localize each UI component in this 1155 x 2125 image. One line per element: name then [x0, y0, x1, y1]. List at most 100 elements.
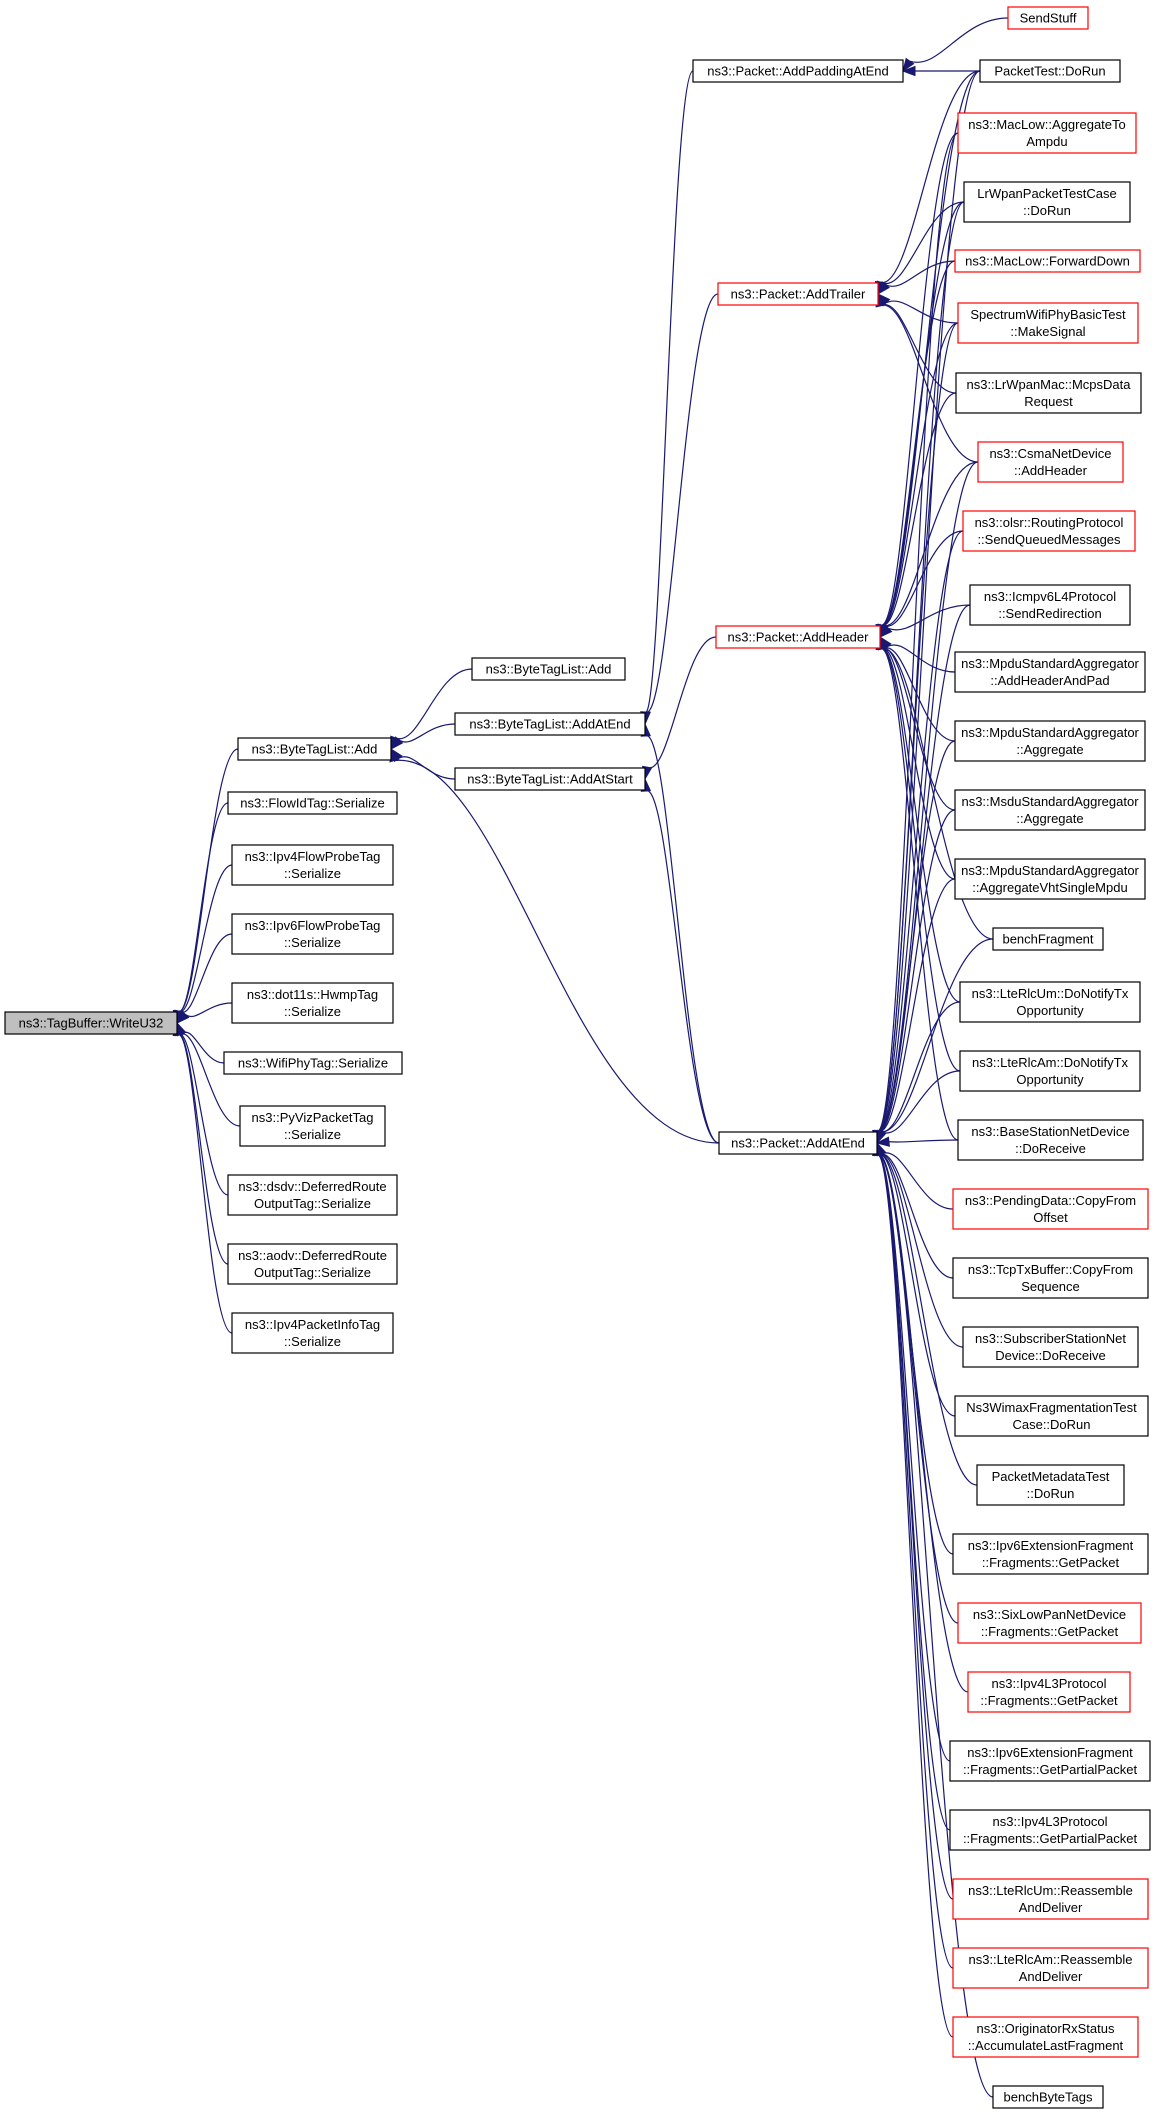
- node-bytetaglist-add2[interactable]: ns3::ByteTagList::Add: [471, 657, 626, 681]
- node-label: Opportunity: [1016, 1003, 1084, 1018]
- node-csmanetdevice-addheader[interactable]: ns3::CsmaNetDevice::AddHeader: [977, 441, 1124, 483]
- node-label: Device::DoReceive: [995, 1348, 1106, 1363]
- node-aodv-deferred-serialize[interactable]: ns3::aodv::DeferredRouteOutputTag::Seria…: [227, 1243, 398, 1285]
- edge-write_u32-to-hwmptag_serialize: [176, 1002, 233, 1025]
- node-packet-addheader[interactable]: ns3::Packet::AddHeader: [715, 625, 881, 649]
- node-label: ::Fragments::GetPacket: [982, 1555, 1120, 1570]
- node-label: Ns3WimaxFragmentationTest: [966, 1400, 1137, 1415]
- node-benchbytetags[interactable]: benchByteTags: [992, 2085, 1104, 2109]
- node-label: ::AddHeaderAndPad: [990, 673, 1109, 688]
- node-label: ns3::ByteTagList::Add: [252, 742, 378, 757]
- node-label: ns3::Ipv4FlowProbeTag: [245, 849, 381, 864]
- node-dsdv-deferred-serialize[interactable]: ns3::dsdv::DeferredRouteOutputTag::Seria…: [227, 1174, 398, 1216]
- node-label: Request: [1024, 394, 1073, 409]
- node-ipv4l3protocol-getpacket[interactable]: ns3::Ipv4L3Protocol::Fragments::GetPacke…: [967, 1671, 1131, 1713]
- node-label: ns3::olsr::RoutingProtocol: [975, 515, 1124, 530]
- node-sendstuff[interactable]: SendStuff: [1007, 6, 1089, 30]
- node-packet-addtrailer[interactable]: ns3::Packet::AddTrailer: [717, 282, 879, 306]
- graph-nodes: ns3::TagBuffer::WriteU32 ns3::ByteTagList…: [4, 6, 1151, 2109]
- node-icmpv6l4protocol-sendredirection[interactable]: ns3::Icmpv6L4Protocol::SendRedirection: [969, 584, 1131, 626]
- node-ipv4packetinfotag-serialize[interactable]: ns3::Ipv4PacketInfoTag::Serialize: [231, 1312, 394, 1354]
- node-label: Offset: [1033, 1210, 1068, 1225]
- node-pyvizpackettag-serialize[interactable]: ns3::PyVizPacketTag::Serialize: [239, 1105, 386, 1147]
- node-olsr-sendqueuedmessages[interactable]: ns3::olsr::RoutingProtocol::SendQueuedMe…: [962, 510, 1136, 552]
- node-label: ns3::Ipv4PacketInfoTag: [245, 1317, 380, 1332]
- node-label: ns3::Ipv6FlowProbeTag: [245, 918, 381, 933]
- node-label: ns3::CsmaNetDevice: [989, 446, 1111, 461]
- node-label: ::Aggregate: [1016, 811, 1083, 826]
- node-write-u32[interactable]: ns3::TagBuffer::WriteU32: [4, 1011, 178, 1035]
- node-label: ns3::LteRlcUm::DoNotifyTx: [972, 986, 1129, 1001]
- edge-packet_addpaddingatend-to-sendstuff: [902, 17, 1009, 73]
- node-benchfragment[interactable]: benchFragment: [992, 927, 1104, 951]
- node-label: ::DoRun: [1023, 203, 1071, 218]
- node-msdu-aggregate[interactable]: ns3::MsduStandardAggregator::Aggregate: [954, 789, 1146, 831]
- node-lrwpanpackettestcase-dorun[interactable]: LrWpanPacketTestCase::DoRun: [963, 181, 1131, 223]
- edge-write_u32-to-ipv4packetinfotag_serialize: [172, 1021, 233, 1334]
- node-label: ns3::PyVizPacketTag: [252, 1110, 374, 1125]
- node-label: ns3::Packet::AddPaddingAtEnd: [707, 64, 888, 79]
- node-spectrumwifiphybasictest-makesignal[interactable]: SpectrumWifiPhyBasicTest::MakeSignal: [957, 302, 1139, 344]
- node-label: ::DoRun: [1027, 1486, 1075, 1501]
- edge-packet_addtrailer-to-maclow_forwarddown: [877, 260, 956, 296]
- node-label: ns3::MpduStandardAggregator: [961, 725, 1139, 740]
- node-label: OutputTag::Serialize: [254, 1265, 371, 1280]
- graph-edges: [172, 17, 1009, 2098]
- node-label: ns3::LteRlcAm::DoNotifyTx: [972, 1055, 1129, 1070]
- node-label: ns3::ByteTagList::Add: [486, 662, 612, 677]
- node-label: ::Fragments::GetPacket: [981, 1624, 1119, 1639]
- node-sixlowpannetdevice-getpacket[interactable]: ns3::SixLowPanNetDevice::Fragments::GetP…: [957, 1602, 1142, 1644]
- edge-packet_addheader-to-basestationnetdevice_doreceive: [875, 635, 959, 1141]
- node-label: ns3::ByteTagList::AddAtStart: [467, 772, 633, 787]
- node-label: ns3::SixLowPanNetDevice: [973, 1607, 1126, 1622]
- node-originatorrxstatus-accumulatelastfragment[interactable]: ns3::OriginatorRxStatus::AccumulateLastF…: [952, 2016, 1139, 2058]
- node-label: AndDeliver: [1019, 1969, 1083, 1984]
- node-label: ns3::LteRlcAm::Reassemble: [968, 1952, 1132, 1967]
- node-flowidtag-serialize[interactable]: ns3::FlowIdTag::Serialize: [227, 791, 398, 815]
- node-label: ::AddHeader: [1014, 463, 1088, 478]
- node-mpdu-aggregatevhtsinglempdu[interactable]: ns3::MpduStandardAggregator::AggregateVh…: [954, 858, 1146, 900]
- node-maclow-forwarddown[interactable]: ns3::MacLow::ForwardDown: [954, 249, 1141, 273]
- node-ipv6extensionfragment-getpartialpacket[interactable]: ns3::Ipv6ExtensionFragment::Fragments::G…: [949, 1740, 1151, 1782]
- edge-bytetaglist_add-to-packet_addatend: [389, 747, 720, 1144]
- node-label: SendStuff: [1020, 11, 1077, 26]
- node-label: ::SendQueuedMessages: [977, 532, 1121, 547]
- node-label: ::Aggregate: [1016, 742, 1083, 757]
- node-packetmetadatatest-dorun[interactable]: PacketMetadataTest::DoRun: [976, 1464, 1125, 1506]
- edge-packet_addatend-to-ipv6extensionfragment_getpartialpacket: [872, 1141, 951, 1762]
- node-label: ns3::dsdv::DeferredRoute: [238, 1179, 386, 1194]
- node-bytetaglist-addatend[interactable]: ns3::ByteTagList::AddAtEnd: [454, 712, 646, 736]
- node-wifiphytag-serialize[interactable]: ns3::WifiPhyTag::Serialize: [223, 1051, 403, 1075]
- node-ipv6flowprobetag-serialize[interactable]: ns3::Ipv6FlowProbeTag::Serialize: [231, 913, 394, 955]
- node-basestationnetdevice-doreceive[interactable]: ns3::BaseStationNetDevice::DoReceive: [957, 1119, 1144, 1161]
- edge-packet_addatend-to-lterlcam_reassembleanddeliver: [872, 1141, 954, 1969]
- edge-write_u32-to-flowidtag_serialize: [172, 802, 229, 1025]
- edge-bytetaglist_addatend-to-packet_addtrailer: [640, 293, 719, 726]
- node-ipv4flowprobetag-serialize[interactable]: ns3::Ipv4FlowProbeTag::Serialize: [231, 844, 394, 886]
- node-label: ns3::dot11s::HwmpTag: [247, 987, 378, 1002]
- node-packet-addpaddingatend[interactable]: ns3::Packet::AddPaddingAtEnd: [692, 59, 904, 83]
- node-subscriberstationnetdevice-doreceive[interactable]: ns3::SubscriberStationNetDevice::DoRecei…: [962, 1326, 1139, 1368]
- node-ipv4l3protocol-getpartialpacket[interactable]: ns3::Ipv4L3Protocol::Fragments::GetParti…: [949, 1809, 1151, 1851]
- node-packet-addatend[interactable]: ns3::Packet::AddAtEnd: [718, 1131, 878, 1155]
- edge-bytetaglist_add-to-bytetaglist_addatend: [390, 723, 456, 751]
- node-mpdu-aggregate[interactable]: ns3::MpduStandardAggregator::Aggregate: [954, 720, 1146, 762]
- node-label: ns3::Packet::AddTrailer: [731, 287, 866, 302]
- edge-packet_addatend-to-tcptxbuffer_copyfromsequence: [874, 1141, 954, 1279]
- node-hwmptag-serialize[interactable]: ns3::dot11s::HwmpTag::Serialize: [231, 982, 394, 1024]
- node-ipv6extensionfragment-getpacket[interactable]: ns3::Ipv6ExtensionFragment::Fragments::G…: [952, 1533, 1149, 1575]
- node-mpdu-addheaderandpad[interactable]: ns3::MpduStandardAggregator::AddHeaderAn…: [954, 651, 1146, 693]
- node-bytetaglist-addatstart[interactable]: ns3::ByteTagList::AddAtStart: [454, 767, 646, 791]
- node-packettest-dorun[interactable]: PacketTest::DoRun: [979, 59, 1121, 83]
- node-bytetaglist-add[interactable]: ns3::ByteTagList::Add: [237, 737, 392, 761]
- node-label: ::MakeSignal: [1010, 324, 1085, 339]
